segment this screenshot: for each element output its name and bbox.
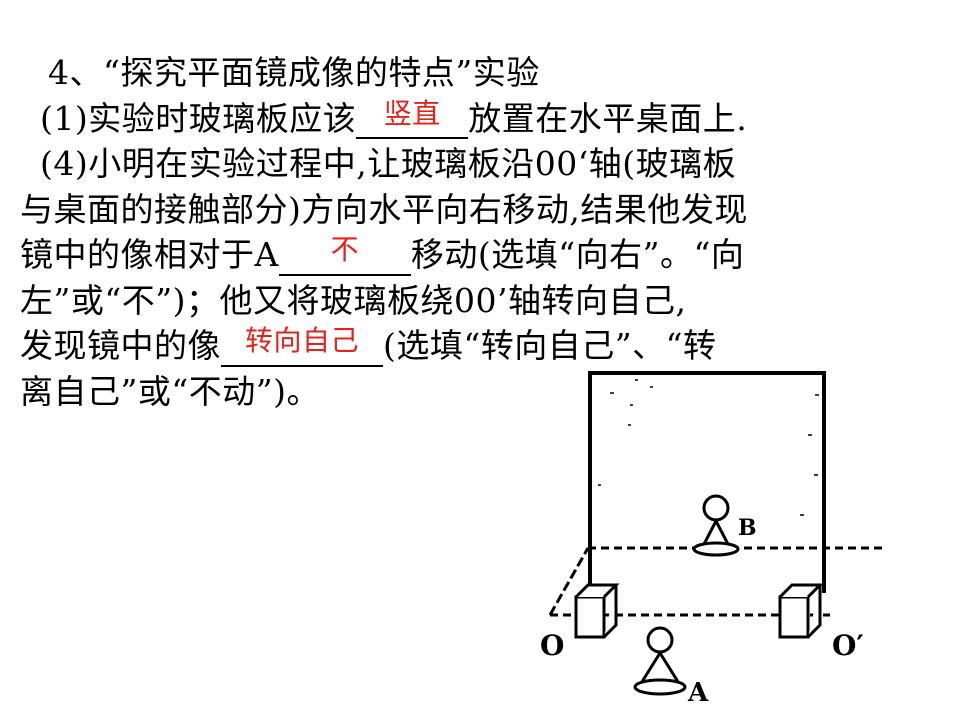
label-b: B xyxy=(738,515,757,541)
figure-svg: B A O O′ xyxy=(540,371,885,708)
heading-text: 4、“探究平面镜成像的特点”实验 xyxy=(48,53,540,92)
part4-line2-text: 与桌面的接触部分)方向水平向右移动,结果他发现 xyxy=(20,189,748,229)
answer-turn-toward: 转向自己 xyxy=(244,324,359,357)
answer-blank-1: 竖直 xyxy=(356,96,469,144)
label-o: O xyxy=(540,629,564,662)
part4-line3-before: 镜中的像相对于A xyxy=(20,235,279,274)
part4-line-4: 左”或“不”)；他又将玻璃板绕00’轴转向自己, xyxy=(20,278,900,324)
part1-before: (1)实验时玻璃板应该 xyxy=(40,98,357,138)
part4-line1-text: (4)小明在实验过程中,让玻璃板沿00‘轴(玻璃板 xyxy=(40,144,737,183)
part4-line-6: 离自己”或“不动”)。 xyxy=(20,369,900,415)
question-text: 4、“探究平面镜成像的特点”实验 (1)实验时玻璃板应该竖直放置在水平桌面上. … xyxy=(20,50,900,414)
candle-b xyxy=(692,494,740,557)
part1-after: 放置在水平桌面上. xyxy=(468,98,748,138)
answer-blank-3: 转向自己 xyxy=(221,323,383,371)
part4-line3-after: 移动(选填“向右”。“向 xyxy=(410,235,745,274)
right-support-block xyxy=(778,583,824,639)
label-a: A xyxy=(687,678,709,708)
part4-line5-before: 发现镜中的像 xyxy=(20,326,221,365)
part4-line-5: 发现镜中的像转向自己 (选填“转向自己”、“转 xyxy=(20,323,900,369)
question-heading: 4、“探究平面镜成像的特点”实验 xyxy=(20,50,900,96)
part4-line-3: 镜中的像相对于A 不 移动(选填“向右”。“向 xyxy=(20,232,900,278)
glass-plate xyxy=(588,371,826,593)
part4-line4-text: 左”或“不”)；他又将玻璃板绕00’轴转向自己, xyxy=(20,280,687,320)
left-support-block xyxy=(574,583,620,639)
experiment-figure: B A O O′ xyxy=(540,365,890,715)
part4-line6-text: 离自己”或“不动”)。 xyxy=(20,371,320,411)
answer-vertical: 竖直 xyxy=(383,96,441,130)
candle-a xyxy=(633,626,687,696)
label-o-prime: O′ xyxy=(832,629,864,662)
glass-speckles xyxy=(598,379,819,516)
part4-line-1: (4)小明在实验过程中,让玻璃板沿00‘轴(玻璃板 xyxy=(20,141,900,187)
part4-line-2: 与桌面的接触部分)方向水平向右移动,结果他发现 xyxy=(20,187,900,233)
part4-line5-after: (选填“转向自己”、“转 xyxy=(383,326,717,365)
answer-blank-2: 不 xyxy=(278,232,411,280)
part1-line: (1)实验时玻璃板应该竖直放置在水平桌面上. xyxy=(20,96,900,142)
answer-not-move: 不 xyxy=(330,233,360,266)
